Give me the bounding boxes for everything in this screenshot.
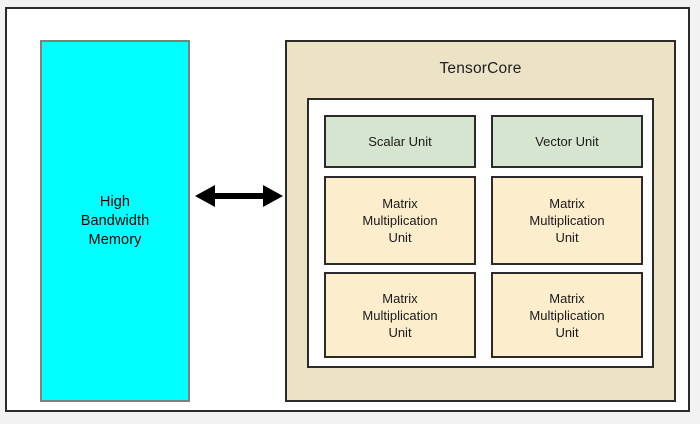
matrix-multiplication-unit-4-label: Matrix Multiplication Unit xyxy=(529,290,604,341)
mmu1-line-2: Multiplication xyxy=(362,213,438,228)
matrix-multiplication-unit-2-box: Matrix Multiplication Unit xyxy=(491,176,643,265)
mmu4-line-3: Unit xyxy=(555,324,579,340)
vector-unit-box: Vector Unit xyxy=(491,115,643,168)
mmu3-line-3: Unit xyxy=(388,324,412,340)
mmu3-line-1: Matrix xyxy=(382,290,418,306)
vector-unit-label: Vector Unit xyxy=(535,133,599,150)
units-container: Scalar Unit Vector Unit Matrix Multiplic… xyxy=(307,98,654,368)
hbm-label-line-1: High xyxy=(99,193,131,210)
matrix-multiplication-unit-3-label: Matrix Multiplication Unit xyxy=(362,290,437,341)
tensorcore-panel: TensorCore Scalar Unit Vector Unit xyxy=(285,40,676,402)
unit-grid: Scalar Unit Vector Unit Matrix Multiplic… xyxy=(324,115,643,358)
mmu4-line-1: Matrix xyxy=(549,290,585,306)
mmu1-line-1: Matrix xyxy=(382,196,418,211)
scalar-unit-label: Scalar Unit xyxy=(368,133,432,150)
hbm-label-line-2: Bandwidth xyxy=(80,212,150,229)
high-bandwidth-memory-block: High Bandwidth Memory xyxy=(40,40,190,402)
hbm-label-line-3: Memory xyxy=(88,231,142,248)
matrix-multiplication-unit-2-label: Matrix Multiplication Unit xyxy=(529,195,604,246)
matrix-multiplication-unit-1-box: Matrix Multiplication Unit xyxy=(324,176,476,265)
tensorcore-title: TensorCore xyxy=(439,60,522,77)
scalar-unit-box: Scalar Unit xyxy=(324,115,476,168)
scalar-unit-line-1: Scalar Unit xyxy=(368,134,432,149)
matrix-multiplication-unit-4-box: Matrix Multiplication Unit xyxy=(491,272,643,358)
mmu2-line-2: Multiplication xyxy=(529,213,605,228)
mmu3-line-2: Multiplication xyxy=(362,307,438,323)
mmu2-line-1: Matrix xyxy=(549,196,585,211)
mmu1-line-3: Unit xyxy=(388,230,412,245)
high-bandwidth-memory-label: High Bandwidth Memory xyxy=(81,193,150,250)
matrix-multiplication-unit-1-label: Matrix Multiplication Unit xyxy=(362,195,437,246)
vector-unit-line-1: Vector Unit xyxy=(535,134,599,149)
matrix-multiplication-unit-3-box: Matrix Multiplication Unit xyxy=(324,272,476,358)
mmu4-line-2: Multiplication xyxy=(529,307,605,323)
mmu2-line-3: Unit xyxy=(555,230,579,245)
diagram-outer-frame: High Bandwidth Memory TensorCore Scalar … xyxy=(5,7,690,412)
bidirectional-arrow-icon xyxy=(195,181,283,211)
